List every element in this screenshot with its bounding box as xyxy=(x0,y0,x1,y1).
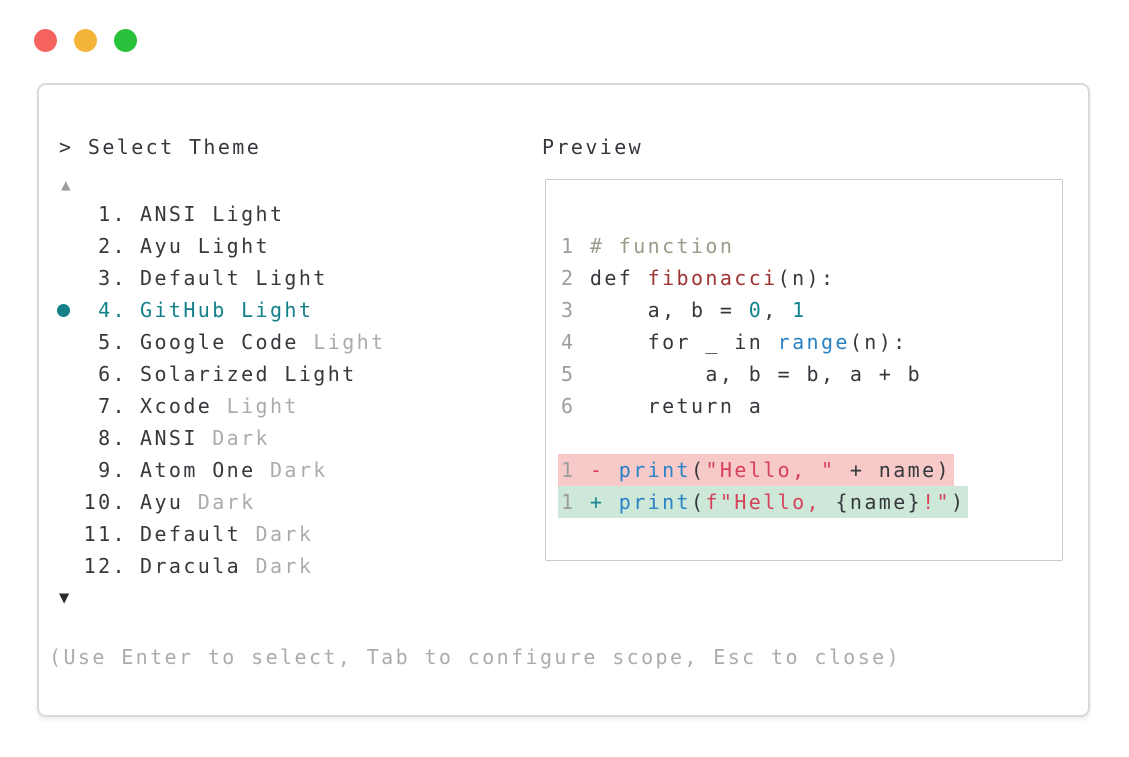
theme-list-item[interactable]: 8. ANSI Dark xyxy=(39,422,509,454)
selected-item-bullet-cell xyxy=(39,294,77,326)
item-number: 6. xyxy=(98,362,127,386)
code-line xyxy=(561,422,1062,454)
bullet-cell xyxy=(39,390,77,422)
item-label-variant: Light xyxy=(226,394,299,418)
bullet-cell xyxy=(39,262,77,294)
select-theme-prompt: > Select Theme xyxy=(59,135,262,159)
theme-list-item[interactable]: 3. Default Light xyxy=(39,262,509,294)
theme-list-item[interactable]: 10. Ayu Dark xyxy=(39,486,509,518)
item-number: 2. xyxy=(98,234,127,258)
theme-picker-panel: > Select Theme Preview ▲ 1. ANSI Light 2. A… xyxy=(37,83,1090,717)
bullet-cell xyxy=(39,358,77,390)
item-number: 1. xyxy=(98,202,127,226)
item-number: 11. xyxy=(83,522,127,546)
bullet-cell xyxy=(39,454,77,486)
theme-list-item[interactable]: 2. Ayu Light xyxy=(39,230,509,262)
item-label: Default Light xyxy=(140,266,328,290)
bullet-cell xyxy=(39,230,77,262)
item-label: Xcode Light xyxy=(140,394,299,418)
theme-list-item[interactable]: 4. GitHub Light xyxy=(39,294,509,326)
theme-list-item[interactable]: 5. Google Code Light xyxy=(39,326,509,358)
item-label: Ayu Light xyxy=(140,234,270,258)
item-label-variant: Dark xyxy=(255,522,314,546)
item-label: ANSI Dark xyxy=(140,426,270,450)
item-label: Dracula Dark xyxy=(140,554,314,578)
window-controls xyxy=(34,29,137,52)
bullet-cell xyxy=(39,518,77,550)
item-label-variant: Light xyxy=(313,330,386,354)
item-number: 7. xyxy=(98,394,127,418)
item-label-variant: Dark xyxy=(255,554,314,578)
diff-inserted-line: 1 + print(f"Hello, {name}!") xyxy=(558,486,969,518)
item-label: Atom One Dark xyxy=(140,458,328,482)
code-line: 1 - print("Hello, " + name) xyxy=(558,454,1062,486)
theme-list-item[interactable]: 6. Solarized Light xyxy=(39,358,509,390)
bullet-cell xyxy=(39,486,77,518)
item-label-variant: Dark xyxy=(197,490,256,514)
theme-list-item[interactable]: 9. Atom One Dark xyxy=(39,454,509,486)
item-number: 12. xyxy=(83,554,127,578)
code-line: 4 for _ in range(n): xyxy=(561,330,908,354)
close-button[interactable] xyxy=(34,29,57,52)
item-number: 10. xyxy=(83,490,127,514)
scroll-down-icon[interactable]: ▼ xyxy=(59,588,70,608)
code-line: 1 + print(f"Hello, {name}!") xyxy=(558,486,1062,518)
item-label-variant: Dark xyxy=(212,426,270,450)
scroll-up-icon[interactable]: ▲ xyxy=(61,175,71,194)
code-line: 5 a, b = b, a + b xyxy=(561,362,923,386)
preview-pane: 1 # function 2 def fibonacci(n): 3 a, b = … xyxy=(545,179,1063,561)
item-number: 4. xyxy=(98,298,127,322)
help-footer: (Use Enter to select, Tab to configure s… xyxy=(49,645,902,669)
item-number: 8. xyxy=(98,426,127,450)
item-label: GitHub Light xyxy=(140,298,314,322)
theme-list-item[interactable]: 12. Dracula Dark xyxy=(39,550,509,582)
code-line: 6 return a xyxy=(561,394,764,418)
item-label: Google Code Light xyxy=(140,330,386,354)
theme-list-item[interactable]: 11. Default Dark xyxy=(39,518,509,550)
preview-label: Preview xyxy=(542,135,644,159)
item-label: Ayu Dark xyxy=(140,490,256,514)
item-label: Default Dark xyxy=(140,522,314,546)
zoom-button[interactable] xyxy=(114,29,137,52)
minimize-button[interactable] xyxy=(74,29,97,52)
item-label: ANSI Light xyxy=(140,202,285,226)
bullet-cell xyxy=(39,198,77,230)
theme-list-item[interactable]: 1. ANSI Light xyxy=(39,198,509,230)
diff-deleted-line: 1 - print("Hello, " + name) xyxy=(558,454,954,486)
code-line: 1 # function xyxy=(561,234,735,258)
bullet-cell xyxy=(39,422,77,454)
code-block: 1 # function 2 def fibonacci(n): 3 a, b = … xyxy=(546,180,1062,518)
theme-list: 1. ANSI Light 2. Ayu Light 3. Default Light 4.… xyxy=(39,198,509,582)
item-number: 3. xyxy=(98,266,127,290)
bullet-cell xyxy=(39,550,77,582)
code-line: 2 def fibonacci(n): xyxy=(561,266,836,290)
code-line: 3 a, b = 0, 1 xyxy=(561,298,807,322)
item-number: 9. xyxy=(98,458,127,482)
item-label: Solarized Light xyxy=(140,362,357,386)
item-number: 5. xyxy=(98,330,127,354)
item-label-variant: Dark xyxy=(269,458,328,482)
theme-list-item[interactable]: 7. Xcode Light xyxy=(39,390,509,422)
bullet-cell xyxy=(39,326,77,358)
selected-item-bullet xyxy=(57,303,70,317)
